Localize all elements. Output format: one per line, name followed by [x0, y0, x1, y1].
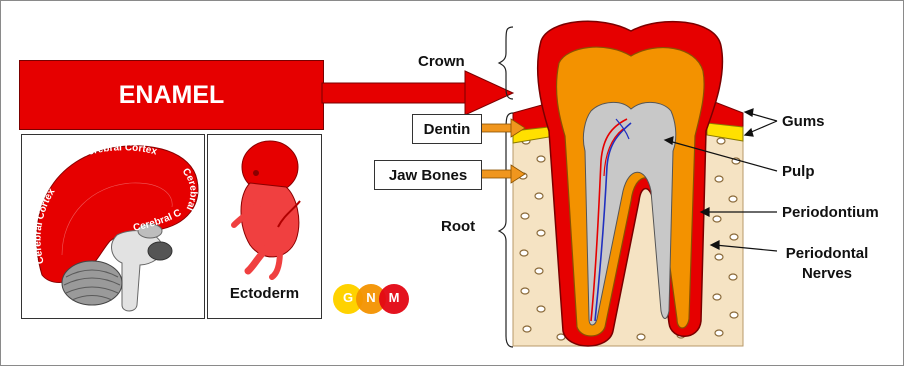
enamel-arrow: [322, 71, 513, 115]
pulp-label: Pulp: [782, 163, 815, 180]
logo-letter-m: M: [379, 290, 409, 305]
dentin-label-text: Dentin: [424, 121, 471, 138]
root-bracket: [499, 113, 513, 347]
jaw-bones-label-text: Jaw Bones: [389, 167, 467, 184]
root-label: Root: [441, 218, 475, 235]
dentin-label: Dentin: [412, 114, 482, 144]
periodontium-label: Periodontium: [782, 204, 879, 221]
periodontal-nerves-label: Periodontal Nerves: [782, 244, 872, 284]
crown-label: Crown: [418, 53, 465, 70]
gums-label: Gums: [782, 113, 825, 130]
jaw-bones-label: Jaw Bones: [374, 160, 482, 190]
